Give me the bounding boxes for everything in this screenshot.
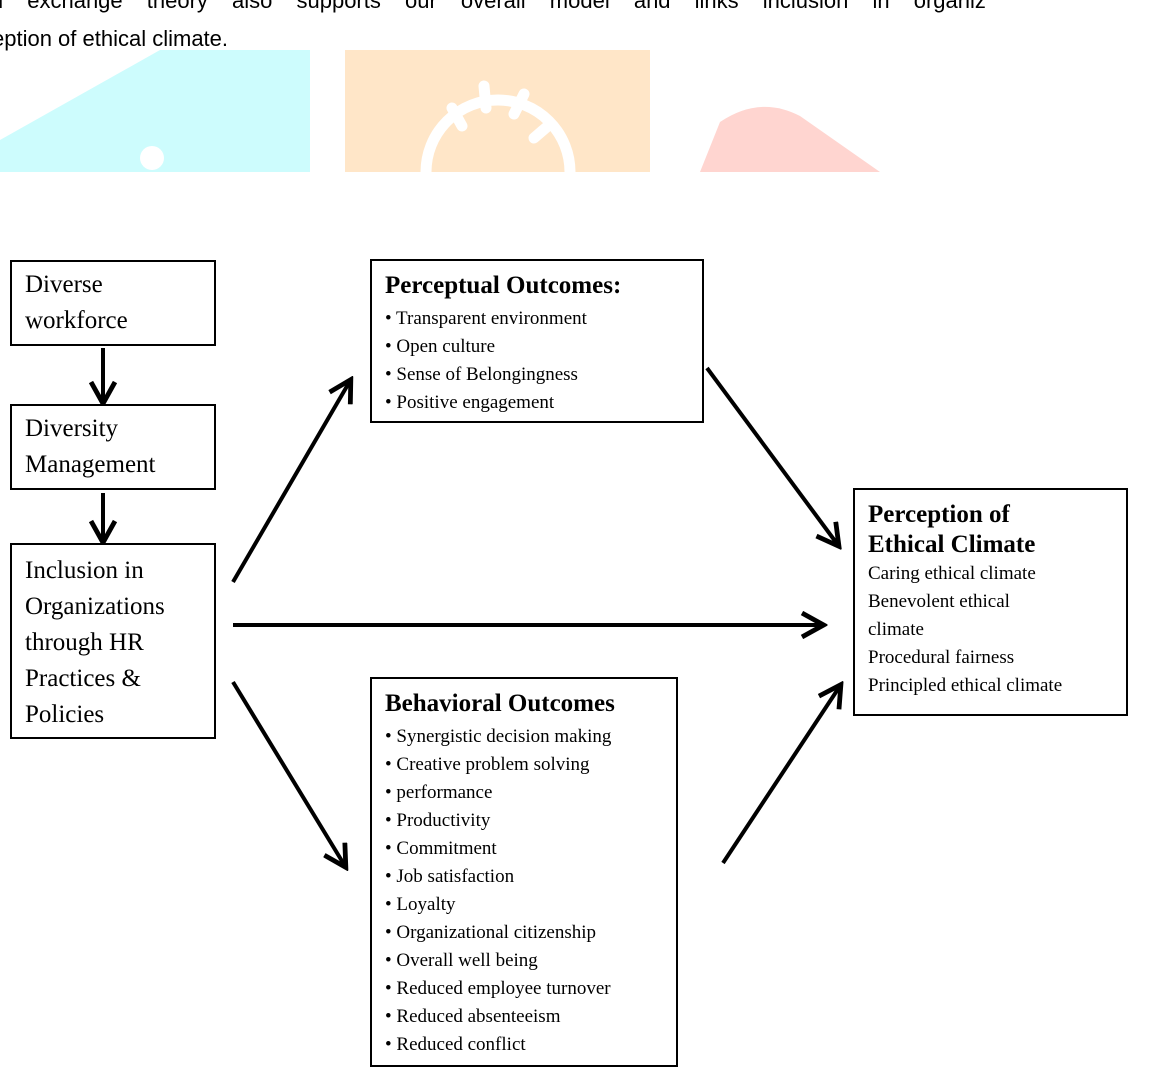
diverse-workforce-box: Diverse workforce bbox=[10, 260, 216, 346]
behavioral-item: • performance bbox=[385, 782, 493, 803]
watermark-red-shape bbox=[700, 106, 880, 172]
behavioral-item: • Productivity bbox=[385, 810, 491, 831]
intro-line-2: eption of ethical climate. bbox=[0, 26, 229, 51]
perceptual-item: • Transparent environment bbox=[385, 308, 587, 329]
ethical-climate-line: climate bbox=[868, 619, 924, 640]
arrow-inclusion-to-perceptual bbox=[231, 381, 350, 584]
behavioral-item: • Creative problem solving bbox=[385, 754, 590, 775]
inclusion-label: Inclusion in Organizations through HR Pr… bbox=[25, 557, 165, 728]
behavioral-item: • Commitment bbox=[385, 838, 497, 859]
diversity-management-box: Diversity Management bbox=[10, 404, 216, 490]
ethical-climate-line: Benevolent ethical bbox=[868, 591, 1010, 612]
perceptual-outcomes-box: Perceptual Outcomes: • Transparent envir… bbox=[370, 259, 704, 423]
behavioral-item: • Reduced absenteeism bbox=[385, 1006, 561, 1027]
arrow-inclusion-to-behavioral bbox=[231, 680, 345, 866]
watermark-cyan-shape bbox=[0, 50, 310, 172]
ethical-climate-line: Caring ethical climate bbox=[868, 563, 1036, 584]
perceptual-item: • Positive engagement bbox=[385, 392, 555, 413]
behavioral-item: • Synergistic decision making bbox=[385, 726, 612, 747]
inclusion-box: Inclusion in Organizations through HR Pr… bbox=[10, 543, 216, 739]
ethical-climate-box: Perception of Ethical Climate Caring eth… bbox=[853, 488, 1128, 716]
behavioral-outcomes-box: Behavioral Outcomes • Synergistic decisi… bbox=[370, 677, 678, 1067]
perceptual-item: • Sense of Belongingness bbox=[385, 364, 578, 385]
behavioral-item: • Reduced conflict bbox=[385, 1034, 526, 1055]
intro-text: al exchange theory also supports our ove… bbox=[0, 0, 1160, 60]
watermark-logo bbox=[0, 50, 880, 175]
arrow-behavioral-to-ethical bbox=[721, 686, 840, 865]
diverse-workforce-label: Diverse workforce bbox=[25, 271, 128, 334]
behavioral-item: • Job satisfaction bbox=[385, 866, 515, 887]
intro-line-1: al exchange theory also supports our ove… bbox=[0, 0, 986, 13]
perceptual-outcomes-title: Perceptual Outcomes: bbox=[385, 272, 622, 299]
behavioral-item: • Organizational citizenship bbox=[385, 922, 597, 943]
diversity-management-label: Diversity Management bbox=[25, 415, 156, 478]
watermark-orange-shape bbox=[345, 50, 650, 172]
perceptual-item: • Open culture bbox=[385, 336, 496, 357]
behavioral-item: • Reduced employee turnover bbox=[385, 978, 611, 999]
arrow-perceptual-to-ethical bbox=[705, 366, 838, 545]
ethical-climate-line: Procedural fairness bbox=[868, 647, 1015, 668]
ethical-climate-line: Principled ethical climate bbox=[868, 675, 1063, 696]
behavioral-outcomes-title: Behavioral Outcomes bbox=[385, 690, 615, 717]
ethical-climate-title: Perception of Ethical Climate bbox=[868, 501, 1036, 558]
behavioral-item: • Overall well being bbox=[385, 950, 538, 971]
behavioral-item: • Loyalty bbox=[385, 894, 456, 915]
